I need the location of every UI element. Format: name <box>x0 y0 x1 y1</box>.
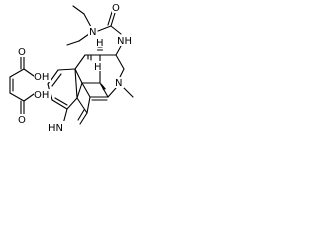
bond <box>9 68 25 78</box>
bond <box>76 82 83 99</box>
atom-o-acid-top: O <box>18 47 26 58</box>
atom-n-piperidine: N <box>115 78 122 89</box>
atom-oh-top: OH <box>34 72 49 83</box>
bond <box>74 68 83 84</box>
bond <box>110 12 116 27</box>
atom-h-bottom: H <box>94 62 102 73</box>
bond <box>74 54 86 70</box>
bond <box>57 68 76 71</box>
molecule-svg: N O NH N H H HN O OH OH O <box>9 2 137 134</box>
bond <box>97 25 112 32</box>
bond <box>66 97 78 110</box>
bond <box>23 93 35 102</box>
bond <box>122 86 134 98</box>
ring-a <box>47 68 83 110</box>
structure-diagram: N O NH N H H HN O OH OH O <box>0 0 167 174</box>
bond <box>86 96 91 114</box>
bond <box>78 33 90 42</box>
ring-c <box>74 46 109 101</box>
bond <box>23 68 35 77</box>
bond <box>79 112 88 125</box>
bond <box>66 40 80 46</box>
atom-h-top: H <box>96 38 104 49</box>
atom-nh-urea: NH <box>117 36 132 47</box>
bond <box>119 68 125 78</box>
bond <box>110 25 122 35</box>
atom-o-acid-bottom: O <box>18 115 26 126</box>
atom-labels: N O NH N H H HN O OH OH O <box>18 2 137 134</box>
bond <box>74 68 78 99</box>
bond <box>76 97 88 114</box>
diethylurea-fragment <box>66 5 122 56</box>
bond <box>83 13 92 28</box>
bond <box>107 11 113 26</box>
bond <box>99 82 109 98</box>
bond <box>115 45 122 56</box>
atom-oh-bottom: OH <box>34 90 49 101</box>
stereo-wedge <box>101 83 106 90</box>
bond <box>107 87 117 98</box>
bond <box>115 54 125 70</box>
atom-o-carbonyl: O <box>112 3 120 14</box>
bond <box>9 92 25 102</box>
bond <box>51 99 68 110</box>
atom-nh-indole: HN <box>48 123 63 134</box>
maleic-acid <box>9 55 35 115</box>
bond <box>72 5 85 15</box>
atom-n-amine: N <box>89 27 96 38</box>
bond <box>54 97 68 106</box>
bond <box>77 109 85 121</box>
bond <box>81 82 91 98</box>
bond <box>51 73 62 87</box>
ring-b <box>62 96 91 125</box>
ring-d <box>99 54 134 98</box>
